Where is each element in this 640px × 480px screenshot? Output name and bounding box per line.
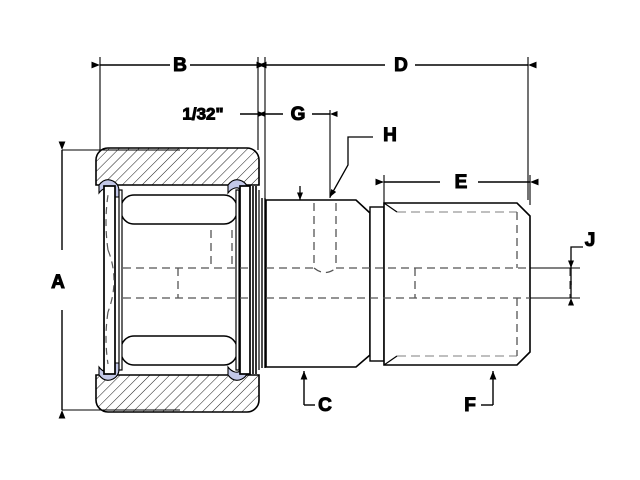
dimension-J [568,246,583,306]
needle-rollers [120,194,238,366]
retaining-ring-hidden [105,194,115,365]
dimension-label-D: D [394,55,408,76]
leader-H [329,136,373,198]
dimension-label-G: G [291,104,306,125]
dimension-label-A: A [51,272,65,293]
leader-C [300,371,315,406]
dimension-label-C: C [318,395,332,416]
dimension-label-F: F [464,395,476,416]
dimension-label-J: J [585,230,596,251]
dimension-annotations: B D 1/32" G E A [51,55,596,419]
dimension-label-B: B [173,55,187,76]
outer-ring [95,147,260,413]
extension-lines [62,57,580,411]
dimension-label-E: E [455,172,468,193]
threaded-shank [383,202,531,366]
hidden-lines [123,203,571,356]
stud-shaft [265,199,385,368]
leader-F [481,371,497,406]
part-geometry [95,147,571,413]
dimension-label-clearance: 1/32" [182,104,223,123]
inner-race [103,185,266,375]
dimension-label-H: H [383,125,397,146]
